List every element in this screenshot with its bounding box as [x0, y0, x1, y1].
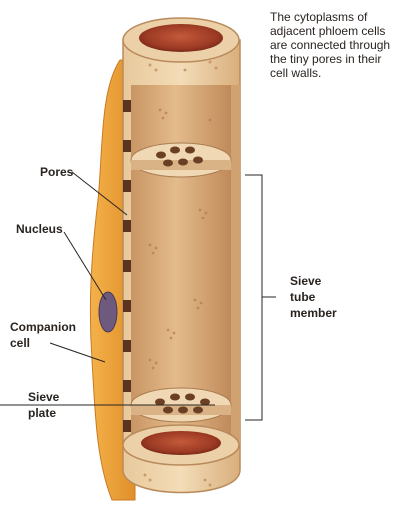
upper-sieve-plate	[130, 142, 232, 178]
top-lumen	[139, 24, 223, 52]
tube-right-wall	[231, 85, 240, 445]
label-pores: Pores	[40, 165, 74, 179]
caption: The cytoplasms of adjacent phloem cells …	[270, 10, 410, 80]
wall-pores	[123, 100, 131, 432]
cytoplasm-dots	[148, 68, 212, 482]
caption-line: The cytoplasms of	[270, 10, 368, 24]
nucleus-leader	[63, 231, 107, 301]
label-sieve-tube-line1: Sieve	[290, 274, 322, 288]
pores-leader	[71, 171, 128, 216]
caption-line: adjacent phloem cells	[270, 24, 386, 38]
sieve-tube-bracket	[245, 174, 263, 421]
label-companion-cell-line1: Companion	[10, 320, 76, 334]
wall-dots	[143, 60, 218, 487]
bottom-lumen	[141, 431, 221, 455]
caption-line: the tiny pores in their	[270, 52, 382, 66]
label-sieve-tube-line2: tube	[290, 290, 316, 304]
label-sieve-tube-line3: member	[290, 306, 337, 320]
label-nucleus: Nucleus	[16, 222, 63, 236]
caption-line: cell walls.	[270, 66, 322, 80]
label-companion-cell-line2: cell	[10, 336, 31, 350]
caption-line: are connected through	[270, 38, 391, 52]
label-sieve-plate-line2: plate	[28, 406, 57, 420]
label-sieve-plate-line1: Sieve	[28, 390, 60, 404]
companion-leader	[49, 342, 106, 363]
nucleus-shape	[98, 291, 118, 333]
